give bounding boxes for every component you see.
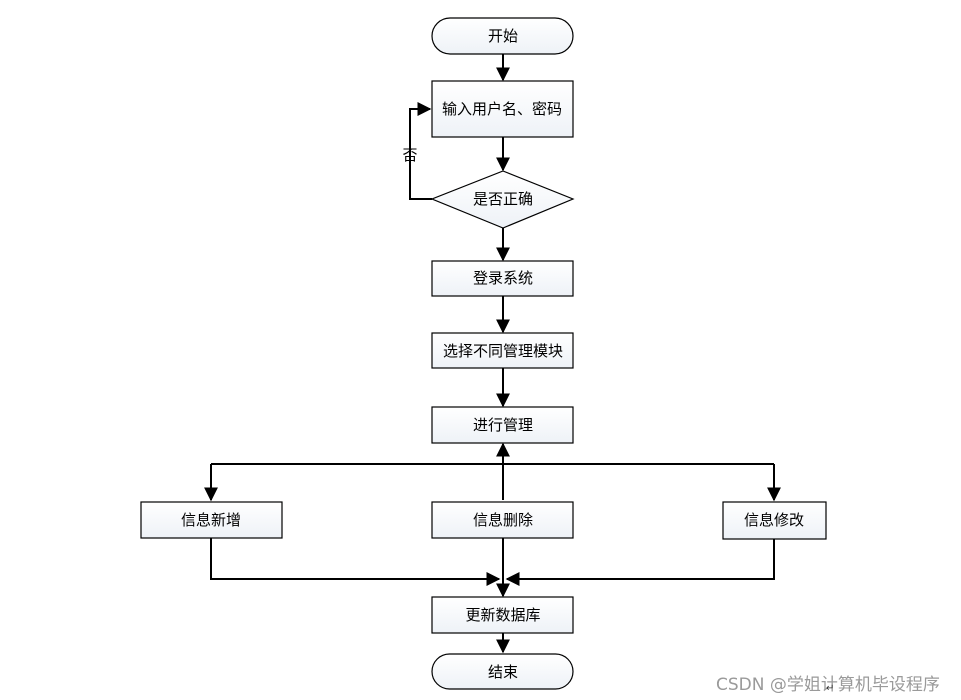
node-login-label: 登录系统 — [473, 269, 533, 287]
node-input-label: 输入用户名、密码 — [442, 100, 562, 118]
node-check-shape — [430, 170, 575, 229]
node-delete-shape — [431, 501, 574, 539]
node-labels: 开始 输入用户名、密码 是否正确 登录系统 选择不同管理模块 进行管理 信息新增… — [181, 27, 804, 681]
node-modify-label: 信息修改 — [744, 511, 804, 529]
node-select-shape — [431, 332, 574, 369]
node-update-shape — [431, 596, 574, 634]
edge-modify-merge — [505, 539, 775, 586]
return-mark: ↵ — [826, 683, 835, 694]
edge-check-no-loop — [409, 102, 432, 200]
node-input-shape — [431, 80, 574, 138]
node-select-label: 选择不同管理模块 — [443, 342, 563, 360]
node-add-shape — [140, 501, 283, 539]
node-delete-label: 信息删除 — [473, 511, 533, 529]
edge-add-merge — [210, 538, 501, 586]
nodes — [140, 17, 827, 690]
edge-no-label: 否 — [402, 146, 417, 164]
node-modify-shape — [722, 501, 827, 540]
edges — [204, 54, 781, 654]
node-end-label: 结束 — [488, 663, 518, 681]
node-add-label: 信息新增 — [181, 511, 241, 529]
watermark: CSDN @学姐计算机毕设程序 — [716, 675, 940, 695]
node-update-label: 更新数据库 — [465, 606, 540, 624]
node-start-shape — [431, 17, 574, 55]
node-check-label: 是否正确 — [473, 190, 533, 208]
node-manage-label: 进行管理 — [473, 416, 533, 434]
node-login-shape — [431, 260, 574, 297]
node-manage-shape — [431, 406, 574, 444]
node-end-shape — [431, 653, 574, 690]
node-start-label: 开始 — [488, 27, 518, 45]
